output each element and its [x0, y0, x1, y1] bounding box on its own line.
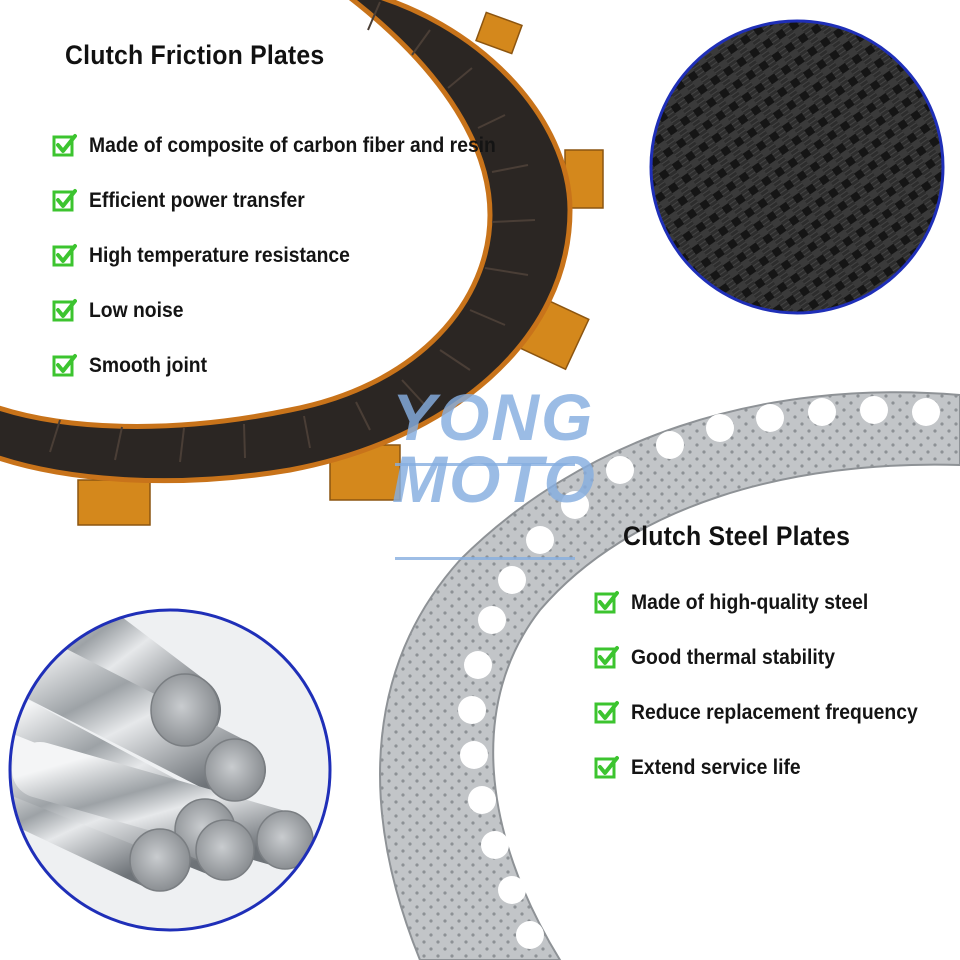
watermark-underline [395, 557, 575, 560]
steel-feature-item: Extend service life [594, 740, 943, 795]
feature-text: Efficient power transfer [89, 188, 305, 212]
feature-text: Made of composite of carbon fiber and re… [89, 133, 496, 157]
brand-watermark: YONG MOTO [392, 380, 597, 516]
checkbox-check-icon [52, 299, 77, 322]
friction-plate-image [0, 0, 604, 526]
checkbox-check-icon [52, 134, 77, 157]
carbon-fiber-image [649, 19, 945, 315]
steel-rods-image [8, 608, 332, 932]
checkbox-check-icon [52, 354, 77, 377]
checkbox-check-icon [52, 244, 77, 267]
friction-feature-item: Low noise [52, 283, 531, 338]
friction-plates-title: Clutch Friction Plates [65, 40, 325, 70]
feature-text: High temperature resistance [89, 243, 350, 267]
feature-text: Smooth joint [89, 353, 208, 377]
feature-text: Good thermal stability [631, 645, 835, 669]
watermark-line-1: YONG [392, 380, 595, 454]
friction-feature-item: High temperature resistance [52, 228, 531, 283]
feature-text: Extend service life [631, 755, 801, 779]
checkbox-check-icon [52, 189, 77, 212]
steel-feature-item: Good thermal stability [594, 630, 943, 685]
steel-feature-list: Made of high-quality steel Good thermal … [594, 575, 943, 795]
steel-feature-item: Reduce replacement frequency [594, 685, 943, 740]
watermark-underline [395, 463, 575, 466]
feature-text: Reduce replacement frequency [631, 700, 918, 724]
checkbox-check-icon [594, 756, 619, 779]
watermark-line-2: MOTO [392, 442, 597, 516]
friction-feature-item: Smooth joint [52, 338, 531, 393]
steel-plates-title: Clutch Steel Plates [623, 521, 851, 551]
friction-feature-item: Efficient power transfer [52, 173, 531, 228]
friction-feature-list: Made of composite of carbon fiber and re… [52, 118, 531, 393]
checkbox-check-icon [594, 646, 619, 669]
steel-feature-item: Made of high-quality steel [594, 575, 943, 630]
checkbox-check-icon [594, 701, 619, 724]
feature-text: Low noise [89, 298, 184, 322]
checkbox-check-icon [594, 591, 619, 614]
friction-feature-item: Made of composite of carbon fiber and re… [52, 118, 531, 173]
feature-text: Made of high-quality steel [631, 590, 869, 614]
